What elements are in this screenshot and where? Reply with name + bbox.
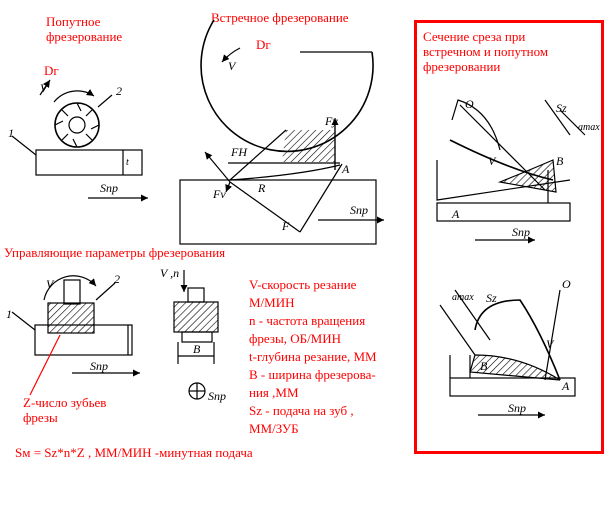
mark-fy: Fy xyxy=(324,114,338,128)
legend-line: V-скорость резание xyxy=(249,277,357,292)
diagram-letters: V 2 1 Sпр t V Fy FH Fv R A F Sпр V 2 1 S… xyxy=(6,59,600,415)
mark-v-conv: V xyxy=(228,59,237,73)
mark-a-conv: A xyxy=(341,162,350,176)
mark-1-climb: 1 xyxy=(8,126,14,140)
section-title-line-1: Сечение среза при xyxy=(423,29,526,44)
mark-snp-front: Sпр xyxy=(208,389,226,403)
section-frame xyxy=(414,20,604,454)
mark-sz-top: Sz xyxy=(556,101,567,115)
legend-line: Sz - подача на зуб , xyxy=(249,403,354,418)
mark-snp-conv: Sпр xyxy=(350,203,368,217)
mark-2-climb: 2 xyxy=(116,84,122,98)
mark-snp-params: Sпр xyxy=(90,359,108,373)
legend-line: n - частота вращения xyxy=(249,313,366,328)
mark-a-top: A xyxy=(451,207,460,221)
mark-o-top: O xyxy=(465,97,474,111)
legend-line: ния ,ММ xyxy=(249,385,299,400)
mark-o-bottom: O xyxy=(562,277,571,291)
climb-milling-title: Попутное фрезерование xyxy=(46,14,123,45)
mark-b-top: B xyxy=(556,154,564,168)
section-title-line-3: фрезеровании xyxy=(423,58,501,74)
teeth-count-label: Z-число зубьев фрезы xyxy=(23,395,107,426)
climb-title-line-2: фрезерование xyxy=(46,28,123,44)
conventional-dr-label: Dг xyxy=(256,37,271,52)
mark-fh: FH xyxy=(230,145,248,159)
conventional-milling-title: Встречное фрезерование xyxy=(211,10,349,25)
mark-snp-climb: Sпр xyxy=(100,181,118,195)
legend-line: t-глубина резание, ММ xyxy=(249,349,377,364)
legend-line: М/МИН xyxy=(249,295,295,310)
mark-t-climb: t xyxy=(126,157,129,168)
mark-v-top: V xyxy=(488,154,497,168)
mark-r: R xyxy=(257,181,266,195)
params-front-drawing xyxy=(173,270,219,400)
mark-b-bottom: B xyxy=(480,359,488,373)
teeth-count-line-1: Z-число зубьев xyxy=(23,395,107,410)
section-title: Сечение среза при встречном и попутном ф… xyxy=(423,29,549,75)
params-side-drawing xyxy=(11,275,140,396)
mark-v-params: V xyxy=(46,277,55,291)
params-title: Управляющие параметры фрезерования xyxy=(4,245,226,260)
legend-line: В - ширина фрезерова- xyxy=(249,367,376,382)
climb-milling-drawing xyxy=(11,79,148,202)
minute-feed-formula: Sм = Sz*n*Z , ММ/МИН -минутная подача xyxy=(15,445,253,460)
mark-1-params: 1 xyxy=(6,307,12,321)
section-conventional-drawing xyxy=(436,99,586,244)
mark-v-climb: V xyxy=(40,81,49,95)
conventional-milling-drawing xyxy=(179,19,384,245)
mark-a-bottom: A xyxy=(561,379,570,393)
mark-amax-top: amax xyxy=(578,122,600,133)
mark-amax-bottom: amax xyxy=(452,292,474,303)
section-title-line-2: встречном и попутном xyxy=(423,43,549,59)
legend-line: ММ/ЗУБ xyxy=(249,421,299,436)
mark-2-params: 2 xyxy=(114,272,120,286)
climb-dr-label: Dг xyxy=(44,63,59,78)
legend: V-скорость резание М/МИН n - частота вра… xyxy=(249,276,377,438)
mark-v-bottom: V xyxy=(546,337,555,351)
mark-sz-bottom: Sz xyxy=(486,291,497,305)
mark-v-n: V ,n xyxy=(160,266,179,280)
teeth-count-line-2: фрезы xyxy=(23,409,58,425)
mark-snp-top: Sпр xyxy=(512,225,530,239)
section-climb-drawing xyxy=(439,289,576,419)
mark-fv: Fv xyxy=(212,187,226,201)
legend-line: фрезы, ОБ/МИН xyxy=(249,331,342,346)
mark-snp-bottom: Sпр xyxy=(508,401,526,415)
mark-b-params: B xyxy=(193,342,201,356)
mark-f: F xyxy=(281,219,290,233)
climb-title-line-1: Попутное xyxy=(46,14,101,29)
